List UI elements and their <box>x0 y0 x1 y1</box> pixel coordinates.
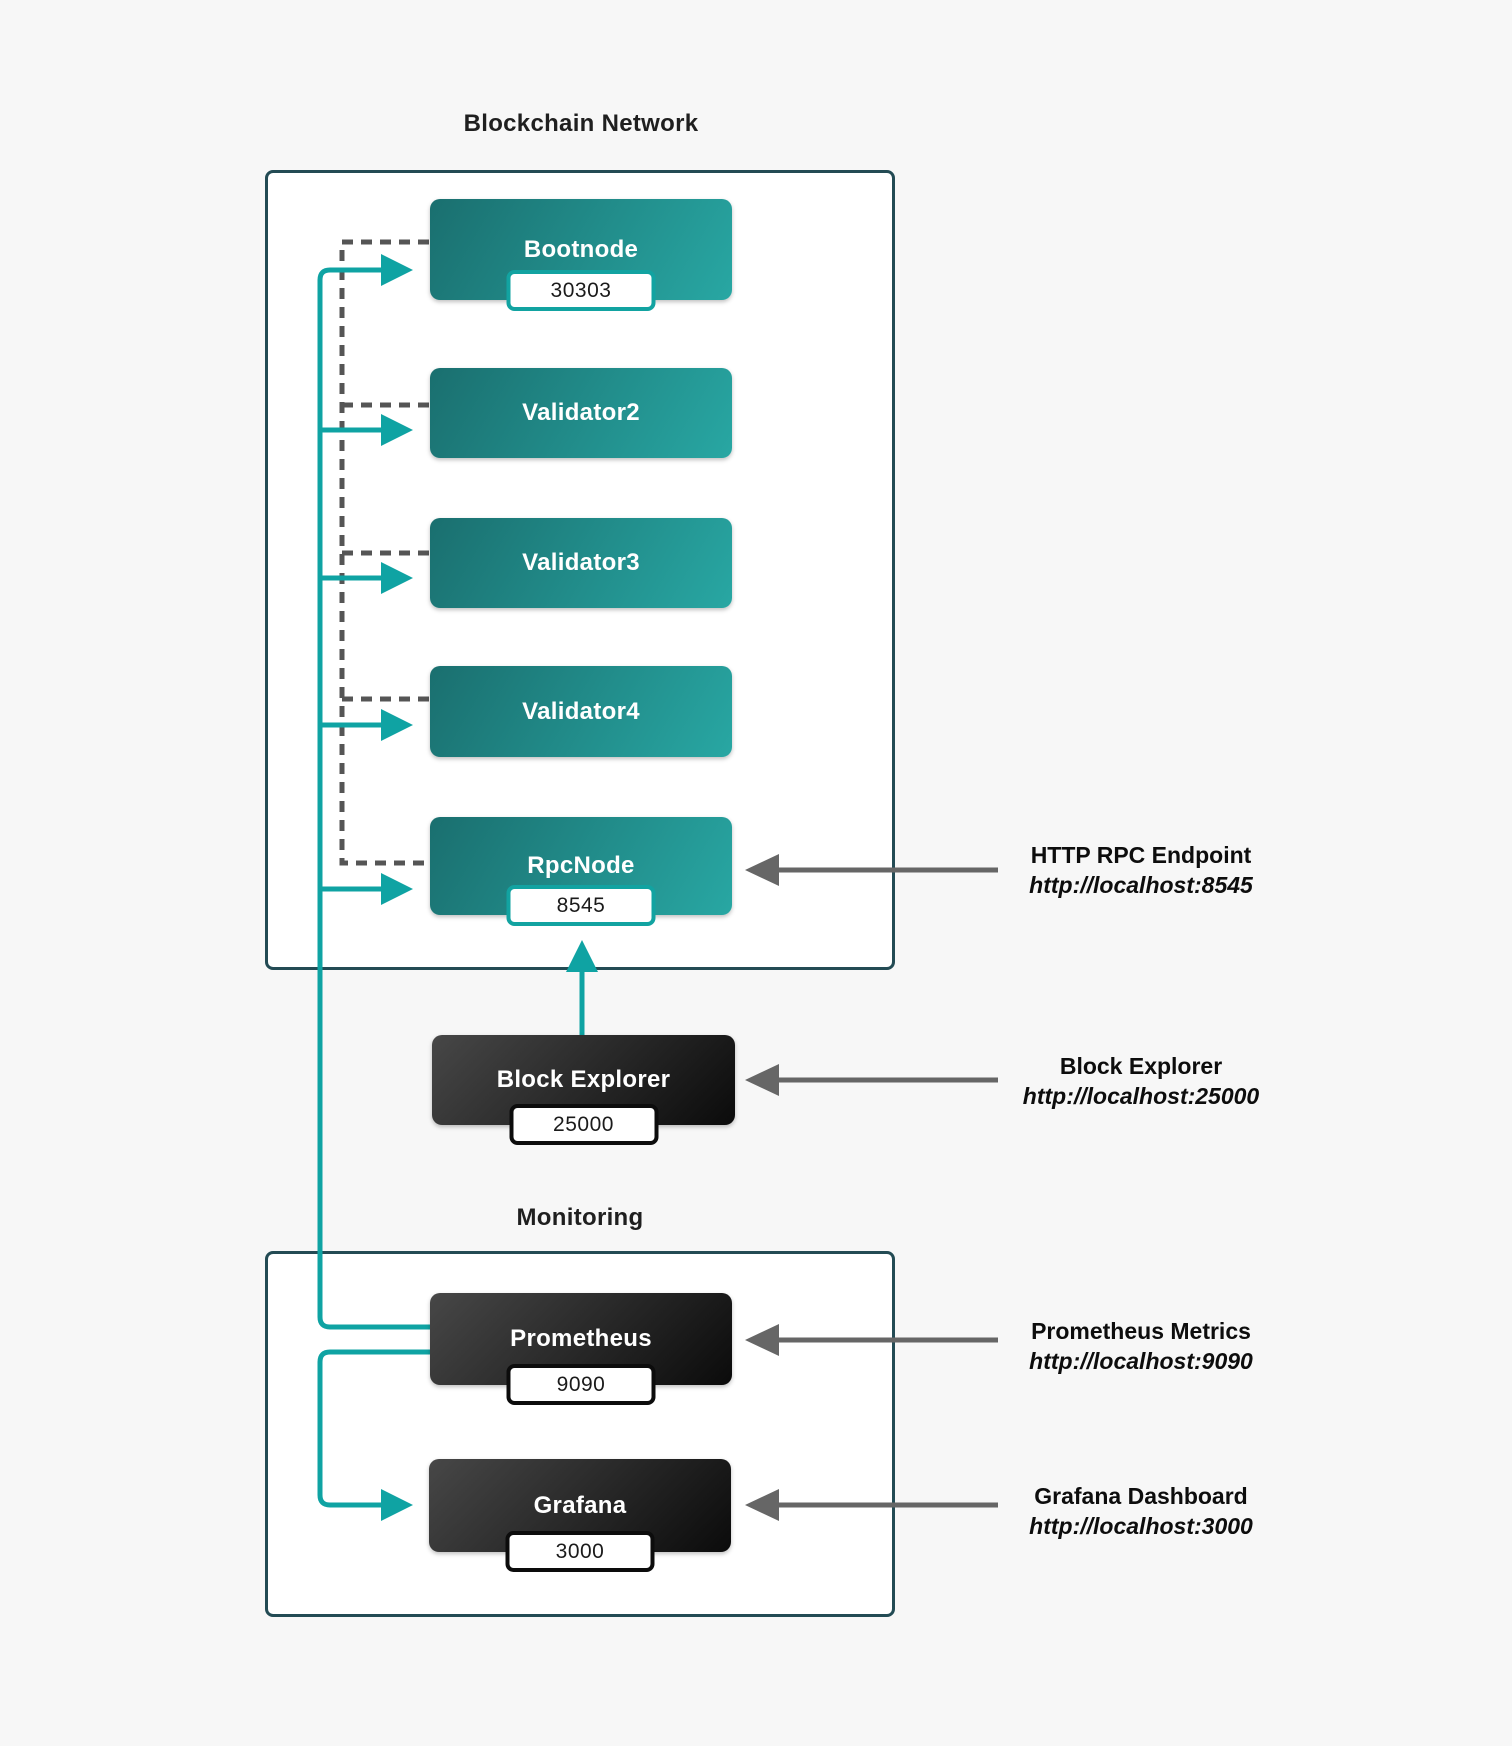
dashed-connector <box>339 239 429 866</box>
endpoint-title: Grafana Dashboard <box>1034 1483 1248 1509</box>
endpoint-url: http://localhost:9090 <box>1029 1348 1253 1374</box>
gray-arrowhead-explorer-icon <box>745 1064 779 1096</box>
dashed-trunk <box>339 239 429 866</box>
teal-path-grafana <box>317 1349 430 1508</box>
gray-arrowhead-rpc-icon <box>745 854 779 886</box>
monitoring-title: Monitoring <box>516 1204 644 1231</box>
node-validator4: Validator4 <box>430 666 732 757</box>
endpoint-label-grafana: Grafana Dashboard http://localhost:3000 <box>991 1481 1291 1541</box>
arrowhead-grafana-icon <box>381 1489 413 1521</box>
arrowhead-validator2-icon <box>381 414 413 446</box>
teal-connector <box>317 254 598 1521</box>
endpoint-label-prometheus: Prometheus Metrics http://localhost:9090 <box>991 1316 1291 1376</box>
node-label: Validator4 <box>522 697 640 725</box>
endpoint-label-rpc: HTTP RPC Endpoint http://localhost:8545 <box>991 840 1291 900</box>
node-label: Block Explorer <box>496 1066 671 1093</box>
gray-arrowhead-prometheus-icon <box>745 1324 779 1356</box>
arrowhead-rpcnode-icon <box>381 873 413 905</box>
node-label: Bootnode <box>523 235 639 263</box>
node-prometheus: Prometheus 9090 <box>430 1293 732 1405</box>
node-label: Prometheus <box>510 1325 652 1352</box>
port-badge: 25000 <box>509 1104 658 1145</box>
node-label: RpcNode <box>527 852 635 879</box>
arrowhead-validator3-icon <box>381 562 413 594</box>
arrowhead-validator4-icon <box>381 709 413 741</box>
port-badge: 30303 <box>506 270 656 311</box>
endpoint-url: http://localhost:8545 <box>1029 872 1253 898</box>
node-label: Validator2 <box>522 399 640 426</box>
blockchain-network-title: Blockchain Network <box>463 110 699 137</box>
node-block-explorer: Block Explorer 25000 <box>432 1035 735 1145</box>
node-rpcnode: RpcNode 8545 <box>430 817 732 926</box>
gray-arrowhead-grafana-icon <box>745 1489 779 1521</box>
node-label: Grafana <box>533 1491 627 1519</box>
port-badge: 3000 <box>505 1531 655 1572</box>
node-label: Validator3 <box>522 549 640 576</box>
gray-arrows <box>745 854 998 1521</box>
port-badge: 8545 <box>506 885 656 926</box>
arrowhead-up-rpc-icon <box>566 940 598 972</box>
endpoint-title: Block Explorer <box>1059 1053 1223 1079</box>
arrowhead-bootnode-icon <box>381 254 413 286</box>
node-bootnode: Bootnode 30303 <box>430 199 732 311</box>
endpoint-url: http://localhost:3000 <box>1029 1513 1253 1539</box>
node-validator2: Validator2 <box>430 368 732 458</box>
teal-trunk <box>317 267 430 1330</box>
endpoint-label-explorer: Block Explorer http://localhost:25000 <box>991 1051 1291 1111</box>
node-grafana: Grafana 3000 <box>429 1459 731 1572</box>
endpoint-title: HTTP RPC Endpoint <box>1030 842 1252 868</box>
node-validator3: Validator3 <box>430 518 732 608</box>
endpoint-title: Prometheus Metrics <box>1031 1318 1251 1344</box>
endpoint-url: http://localhost:25000 <box>1022 1083 1260 1109</box>
port-badge: 9090 <box>506 1364 656 1405</box>
